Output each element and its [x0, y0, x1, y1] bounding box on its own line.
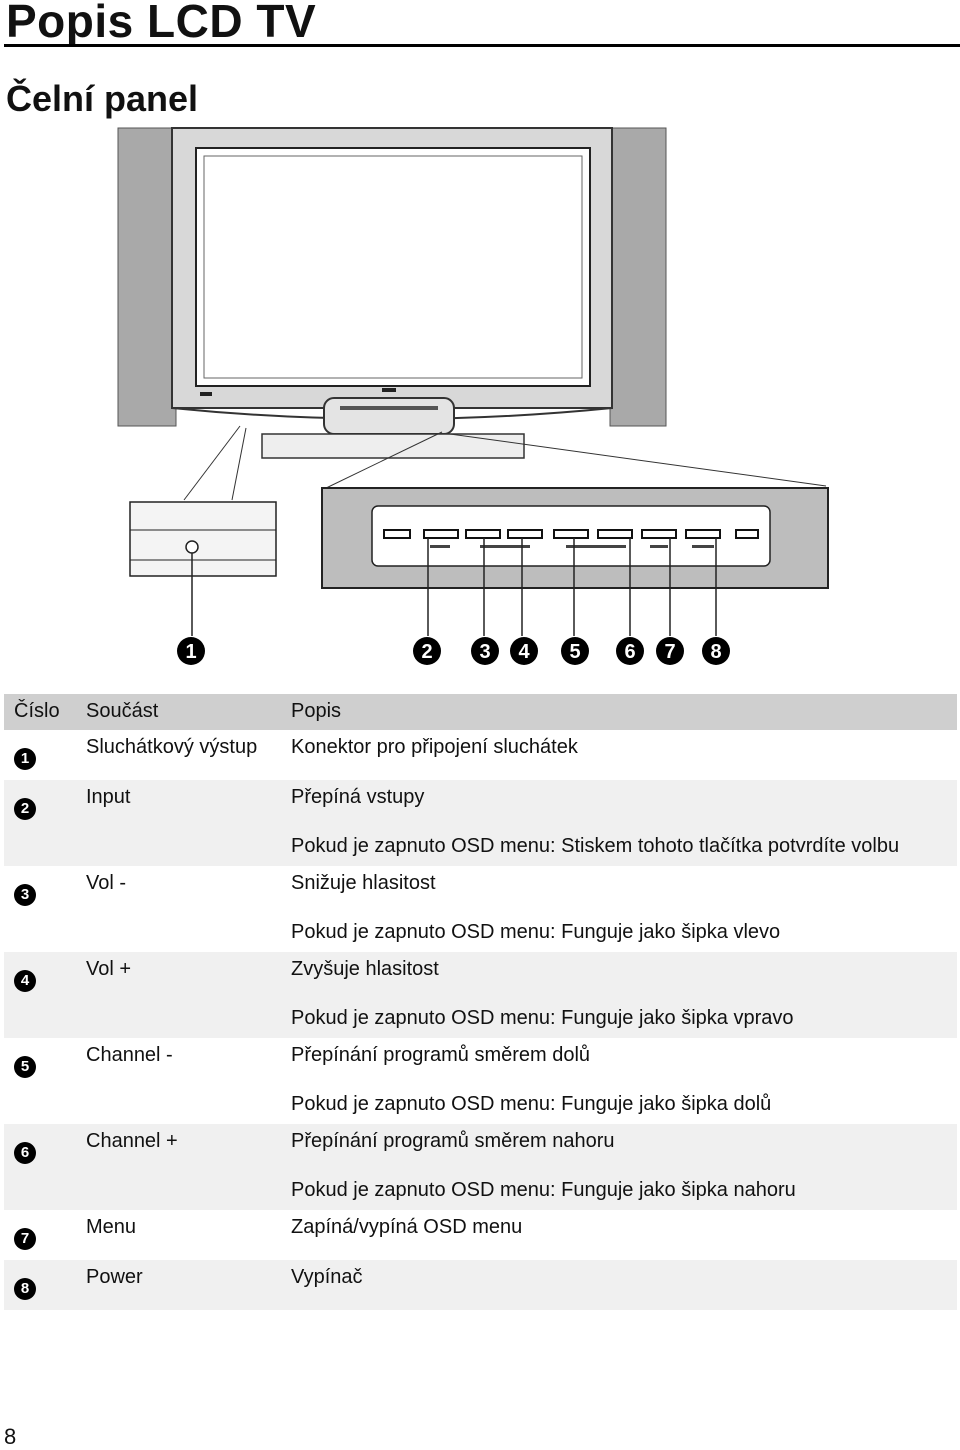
callout-7-badge	[656, 637, 684, 665]
stand-base	[261, 433, 525, 459]
button-led	[735, 529, 759, 539]
section-title: Čelní panel	[6, 78, 199, 119]
row-part: Input	[86, 786, 131, 808]
header-cislo: Číslo	[14, 700, 60, 722]
row-number-badge: 4	[14, 968, 36, 992]
callout-4-label: 4	[518, 641, 530, 663]
row-number-badge: 8	[14, 1276, 36, 1300]
row-desc-osd: Pokud je zapnuto OSD menu: Stiskem tohot…	[291, 835, 900, 857]
row-number-badge: 3	[14, 882, 36, 906]
row-number-badge: 2	[14, 796, 36, 820]
row-part: Sluchátkový výstup	[86, 736, 258, 758]
table-row: 4 Vol + Zvyšuje hlasitost Pokud je zapnu…	[4, 952, 957, 1038]
button-vol-minus	[465, 529, 501, 539]
row-desc: Konektor pro připojení sluchátek	[291, 736, 578, 758]
row-desc-osd: Pokud je zapnuto OSD menu: Funguje jako …	[291, 1007, 794, 1029]
row-part: Power	[86, 1266, 143, 1288]
callout-3-badge	[471, 637, 499, 665]
button-power	[685, 529, 721, 539]
left-speaker	[117, 127, 177, 427]
callout-5-badge	[561, 637, 589, 665]
row-desc: Zvyšuje hlasitost	[291, 958, 439, 980]
callout-1-label: 1	[185, 641, 196, 663]
table-row: 1 Sluchátkový výstup Konektor pro připoj…	[4, 730, 957, 780]
button-vol-plus	[507, 529, 543, 539]
callout-3-label: 3	[479, 641, 490, 663]
row-desc: Přepíná vstupy	[291, 786, 425, 808]
row-number-badge: 7	[14, 1226, 36, 1250]
callout-6-badge	[616, 637, 644, 665]
row-desc: Vypínač	[291, 1266, 363, 1288]
row-part: Channel +	[86, 1130, 178, 1152]
row-part: Channel -	[86, 1044, 173, 1066]
page-title: Popis LCD TV	[6, 0, 317, 47]
table-row: 2 Input Přepíná vstupy Pokud je zapnuto …	[4, 780, 957, 866]
table-row: 6 Channel + Přepínání programů směrem na…	[4, 1124, 957, 1210]
row-part: Vol +	[86, 958, 132, 980]
row-desc-osd: Pokud je zapnuto OSD menu: Funguje jako …	[291, 1093, 772, 1115]
right-speaker	[609, 127, 667, 427]
row-desc: Přepínání programů směrem nahoru	[291, 1130, 615, 1152]
callout-2-badge	[413, 637, 441, 665]
row-desc: Přepínání programů směrem dolů	[291, 1044, 591, 1066]
row-number-badge: 5	[14, 1054, 36, 1078]
table-header: Číslo Součást Popis	[4, 694, 957, 730]
title-rule	[4, 44, 960, 47]
header-soucast: Součást	[86, 700, 159, 722]
header-popis: Popis	[291, 700, 342, 722]
row-desc-osd: Pokud je zapnuto OSD menu: Funguje jako …	[291, 1179, 796, 1201]
headphone-detail	[129, 501, 277, 577]
button-channel-minus	[553, 529, 589, 539]
table-row: 8 Power Vypínač	[4, 1260, 957, 1310]
table-row: 3 Vol - Snižuje hlasitost Pokud je zapnu…	[4, 866, 957, 952]
row-desc: Zapíná/vypíná OSD menu	[291, 1216, 523, 1238]
row-number-badge: 6	[14, 1140, 36, 1164]
button-aux	[383, 529, 411, 539]
callout-4-badge	[510, 637, 538, 665]
button-input	[423, 529, 459, 539]
stand-neck	[323, 397, 455, 435]
row-desc: Snižuje hlasitost	[291, 872, 436, 894]
row-desc-osd: Pokud je zapnuto OSD menu: Funguje jako …	[291, 921, 781, 943]
table-row: 7 Menu Zapíná/vypíná OSD menu	[4, 1210, 957, 1260]
button-channel-plus	[597, 529, 633, 539]
row-part: Vol -	[86, 872, 127, 894]
tv-front-panel-diagram: 1 2 3 4 5 6 7 8	[117, 127, 829, 665]
callout-8-label: 8	[710, 641, 721, 663]
component-table: Číslo Součást Popis 1 Sluchátkový výstup…	[4, 694, 957, 1310]
callout-7-label: 7	[664, 641, 675, 663]
callout-2-label: 2	[421, 641, 432, 663]
page-number: 8	[4, 1424, 17, 1449]
row-part: Menu	[86, 1216, 137, 1238]
table-row: 5 Channel - Přepínání programů směrem do…	[4, 1038, 957, 1124]
callout-1-badge	[177, 637, 205, 665]
tv-screen	[195, 147, 591, 387]
callout-8-badge	[702, 637, 730, 665]
headphone-jack	[185, 540, 199, 554]
button-menu	[641, 529, 677, 539]
callout-5-label: 5	[569, 641, 580, 663]
row-number-badge: 1	[14, 746, 36, 770]
callout-6-label: 6	[624, 641, 635, 663]
